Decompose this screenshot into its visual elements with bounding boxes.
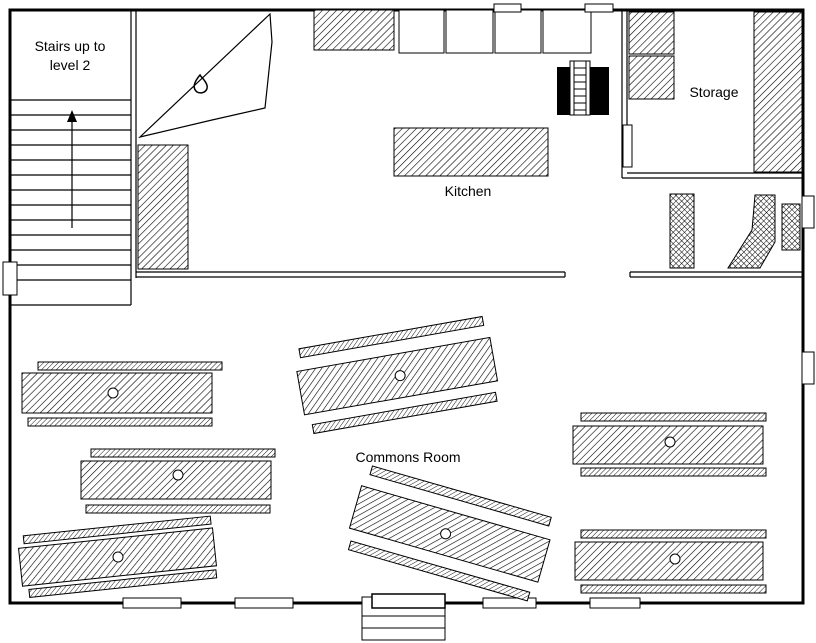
commons-room-label: Commons Room — [355, 449, 460, 465]
flame-icon — [193, 73, 208, 94]
entrance-steps — [361, 593, 446, 641]
stairwell: Stairs up to level 2 — [10, 10, 137, 306]
stairs-label-line-1: Stairs up to — [35, 38, 106, 54]
kitchen-island — [393, 127, 549, 177]
table-group — [21, 361, 223, 427]
kitchen-cabinet — [494, 9, 542, 54]
table-group — [296, 315, 499, 435]
kitchen-cabinet — [542, 9, 592, 54]
equipment-block — [669, 193, 695, 269]
table-group — [80, 448, 276, 514]
window — [122, 597, 182, 609]
storage-shelf-right — [753, 11, 803, 173]
kitchen-walls — [136, 271, 803, 278]
storage-walls — [621, 10, 803, 179]
table-group — [574, 529, 767, 594]
table-group — [572, 412, 767, 477]
equipment-block — [781, 203, 801, 251]
kitchen-cabinet — [398, 9, 445, 54]
window — [482, 597, 537, 609]
window — [589, 597, 641, 609]
window — [2, 261, 18, 296]
window — [234, 597, 294, 609]
kitchen-counter-left — [137, 144, 189, 270]
window — [801, 351, 815, 385]
storage-label: Storage — [689, 84, 738, 100]
window — [801, 195, 815, 229]
equipment-block — [727, 194, 776, 269]
storage-shelf — [628, 55, 675, 100]
table-group — [347, 465, 552, 602]
storage-shelf — [628, 11, 675, 55]
stairs-label-line-2: level 2 — [50, 57, 91, 73]
table-group — [18, 515, 218, 598]
kitchen-counter-top — [313, 9, 395, 51]
kitchen-label: Kitchen — [445, 183, 492, 199]
hearth — [137, 12, 273, 139]
kitchen-cabinet — [445, 9, 494, 54]
ladder-icon — [557, 60, 609, 116]
window — [493, 3, 522, 13]
arrow-up-icon-head — [67, 110, 77, 122]
window — [584, 3, 614, 13]
